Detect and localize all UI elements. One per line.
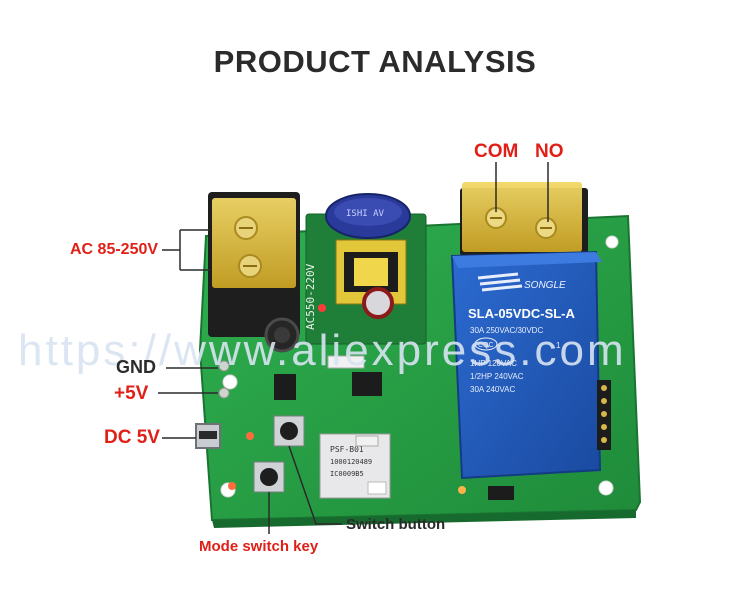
gnd-pad <box>218 360 230 372</box>
relay-rating-1: 30A 250VAC/30VDC <box>470 326 543 335</box>
module-line-3: IC0009B5 <box>330 470 364 478</box>
led-4 <box>318 304 326 312</box>
power-module-text: AC550-220V <box>304 263 317 330</box>
relay-cert: CQC <box>478 342 494 349</box>
capacitor-text: ISHI AV <box>346 209 385 219</box>
small-header <box>327 355 365 369</box>
led-3 <box>458 486 466 494</box>
ac-terminal-cover <box>212 198 296 288</box>
watermark-text: https://www.aliexpress.com <box>18 326 627 375</box>
label-plus5v: +5V <box>114 383 149 404</box>
module-line-2: 1000120489 <box>330 458 372 466</box>
led-2 <box>228 482 236 490</box>
relay-body <box>450 250 602 480</box>
ic-chip-1 <box>352 372 382 396</box>
label-dc5v: DC 5V <box>104 427 160 448</box>
label-no: NO <box>535 141 564 162</box>
mount-hole-tr <box>605 235 619 249</box>
label-switch-button: Switch button <box>346 516 446 533</box>
mode-switch-key-part <box>253 461 285 493</box>
small-capacitor <box>362 287 394 319</box>
relay-brand: SONGLE <box>524 280 566 291</box>
page-title: PRODUCT ANALYSIS <box>213 44 537 79</box>
callout-lines <box>158 162 549 534</box>
switch-button-part <box>273 415 305 447</box>
mount-hole-tl <box>222 374 238 390</box>
label-ac-input: AC 85-250V <box>70 241 159 258</box>
ic-chip-3 <box>488 486 514 500</box>
relay-model: SLA-05VDC-SL-A <box>468 306 576 321</box>
relay-rating-2: 1HP 120VAC <box>470 359 517 368</box>
relay-rating-4: 30A 240VAC <box>470 385 515 394</box>
relay-rating-3: 1/2HP 240VAC <box>470 372 524 381</box>
mount-hole-br <box>598 480 614 496</box>
relay-brand-logo <box>477 272 523 292</box>
label-com: COM <box>474 141 519 162</box>
label-gnd: GND <box>116 357 156 377</box>
plus5v-pad <box>218 387 230 399</box>
led-1 <box>246 432 254 440</box>
relay-pin-num: 1 <box>556 341 561 350</box>
ic-chip-2 <box>274 374 296 400</box>
pin-header <box>597 380 611 450</box>
small-header-2 <box>355 435 379 447</box>
module-line-1: PSF-B01 <box>330 445 364 454</box>
relay-terminal-cover <box>462 182 582 252</box>
label-mode-switch-key: Mode switch key <box>199 538 319 555</box>
